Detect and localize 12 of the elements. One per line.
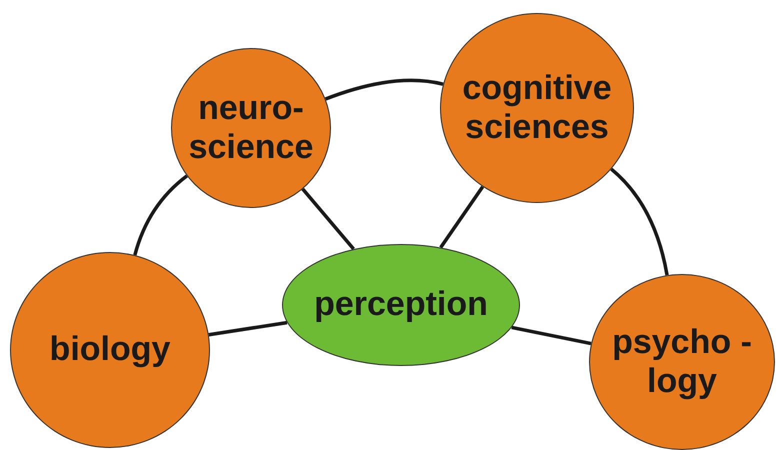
connector-line xyxy=(511,326,592,346)
connector-line xyxy=(301,188,355,250)
node-label: cognitive sciences xyxy=(461,68,613,148)
node-label: biology xyxy=(50,330,170,370)
connector-line xyxy=(324,78,444,101)
connector-line xyxy=(439,186,484,248)
node-label: perception xyxy=(314,285,488,325)
node-label: psycho -logy xyxy=(612,322,752,402)
node-label: neuro- science xyxy=(188,88,314,168)
connector-line xyxy=(610,168,669,276)
connector-line xyxy=(133,174,188,256)
connector-line xyxy=(208,320,288,336)
